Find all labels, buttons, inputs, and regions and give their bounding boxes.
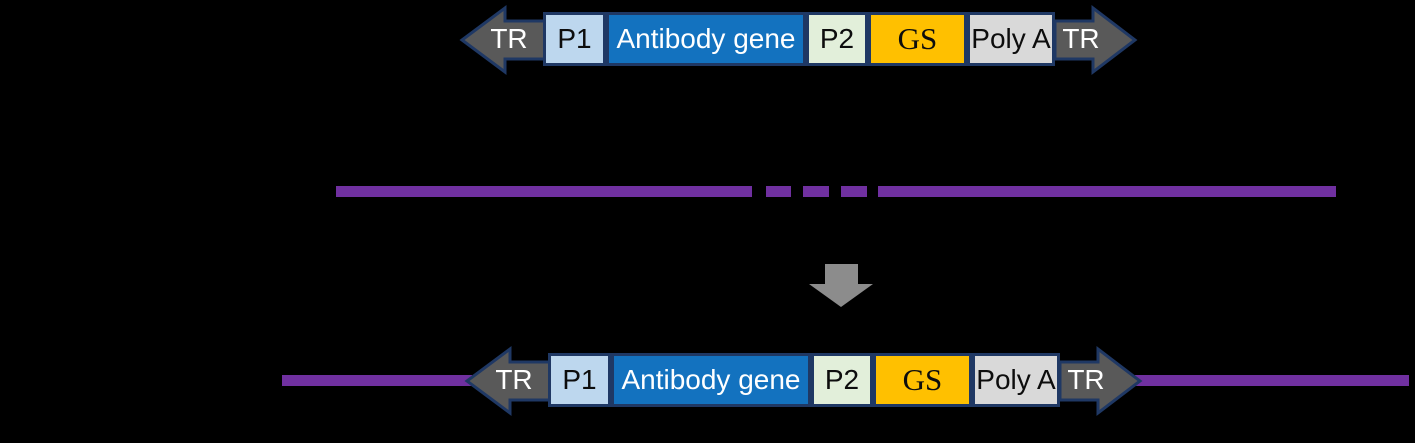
- genome-dna-dash: [766, 186, 791, 197]
- genome-dna-segment: [336, 186, 752, 197]
- genome-dna-left: [282, 375, 472, 386]
- tr-right-arrow-icon: [1058, 345, 1143, 417]
- genome-dna-dash: [841, 186, 867, 197]
- tr-left-arrow-icon: [459, 5, 547, 75]
- p1-promoter-box: P1: [543, 12, 606, 66]
- genome-dna-right: [1135, 375, 1409, 386]
- p1-promoter-box: P1: [548, 353, 611, 407]
- gs-marker-box: GS: [868, 12, 967, 66]
- genome-dna-dash: [803, 186, 829, 197]
- p2-promoter-box: P2: [811, 353, 873, 407]
- tr-left-arrow-icon: [464, 346, 552, 416]
- genome-dna-segment: [878, 186, 1336, 197]
- tr-right-arrow-icon: [1053, 4, 1138, 76]
- antibody-gene-box: Antibody gene: [606, 12, 806, 66]
- gs-marker-box: GS: [873, 353, 972, 407]
- p2-promoter-box: P2: [806, 12, 868, 66]
- polya-box: Poly A: [972, 353, 1060, 407]
- polya-box: Poly A: [967, 12, 1055, 66]
- antibody-gene-box: Antibody gene: [611, 353, 811, 407]
- integration-down-arrow-icon: [809, 264, 873, 307]
